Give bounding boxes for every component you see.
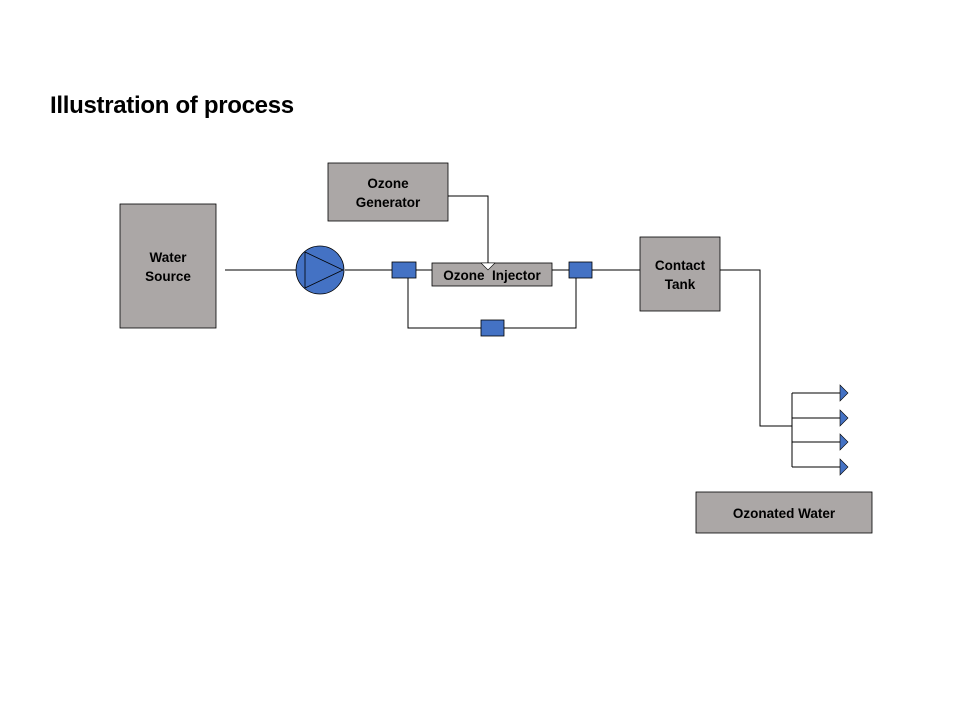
ozone-generator-label-line2: Generator xyxy=(356,195,421,210)
outlet-arrows xyxy=(839,384,849,476)
page-title: Illustration of process xyxy=(50,92,294,119)
outlet-arrow-icon xyxy=(839,384,849,402)
water-source-label-line2: Source xyxy=(145,269,191,284)
pipe-tank-outlet xyxy=(720,269,792,427)
outlet-arrow-icon xyxy=(839,409,849,427)
ozonated-water-label: Ozonated Water xyxy=(733,506,836,521)
pipe-bypass-right xyxy=(504,278,577,329)
water-source-box: Water Source xyxy=(119,203,217,329)
injection-point-icon xyxy=(480,262,496,271)
outlet-arrow-icon xyxy=(839,458,849,476)
pipe-lines xyxy=(225,195,840,468)
ozonated-water-box: Ozonated Water xyxy=(695,491,873,534)
contact-tank-box: Contact Tank xyxy=(639,236,721,312)
ozone-injector-box: Ozone Injector xyxy=(431,262,553,287)
pump-icon xyxy=(295,245,345,295)
ozone-generator-label-line1: Ozone xyxy=(367,176,409,191)
water-source-label-line1: Water xyxy=(149,250,187,265)
valve-icon xyxy=(568,261,593,279)
valve-icon xyxy=(480,319,505,337)
pipe-bypass-left xyxy=(407,278,481,329)
outlet-arrow-icon xyxy=(839,433,849,451)
contact-tank-label-line1: Contact xyxy=(655,258,706,273)
pipe-generator-to-injector xyxy=(448,195,489,264)
valve-icon xyxy=(391,261,417,279)
ozone-generator-box: Ozone Generator xyxy=(327,162,449,222)
ozone-injector-label: Ozone Injector xyxy=(443,268,541,283)
contact-tank-label-line2: Tank xyxy=(665,277,696,292)
